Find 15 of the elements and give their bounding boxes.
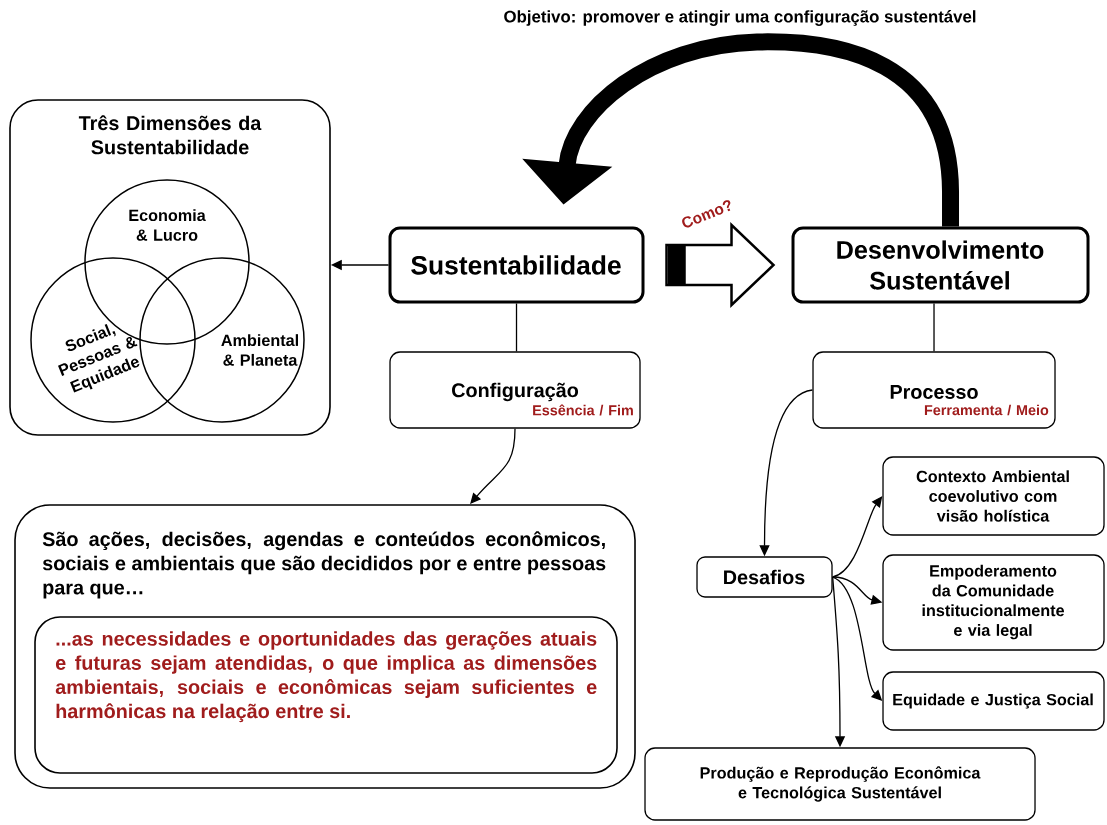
block-arrow [665, 222, 776, 308]
title-box: Desenvolvimento Sustentável [791, 226, 1090, 304]
text-panel: ...as necessidades e oportunidades das gerações atuais e futuras sejam atendidas, o que implica as dimensões ambientais, sociais e econômicas sejam suficientes e harmônicas na relação entre si. [34, 616, 618, 774]
rounded-box: Produção e Reprodução Econômica e Tecnológica Sustentável [644, 747, 1036, 821]
rounded-box: Desafios [696, 556, 833, 598]
rounded-box: Equidade e Justiça Social [882, 671, 1105, 731]
rounded-box: Empoderamento da Comunidade institucionalmente e via legal [882, 554, 1105, 651]
arrow [832, 496, 883, 578]
rounded-box: Configuração Essência / Fim [389, 351, 641, 429]
title-box: Sustentabilidade [388, 226, 645, 304]
connector-line [515, 302, 518, 352]
connector-line [933, 302, 935, 352]
edge-label: Objetivo: promover e atingir uma configuração sustentável [504, 10, 976, 26]
rounded-box: Processo Ferramenta / Meio [812, 351, 1056, 429]
rounded-box: Contexto Ambiental coevolutivo com visão holística [882, 456, 1105, 536]
